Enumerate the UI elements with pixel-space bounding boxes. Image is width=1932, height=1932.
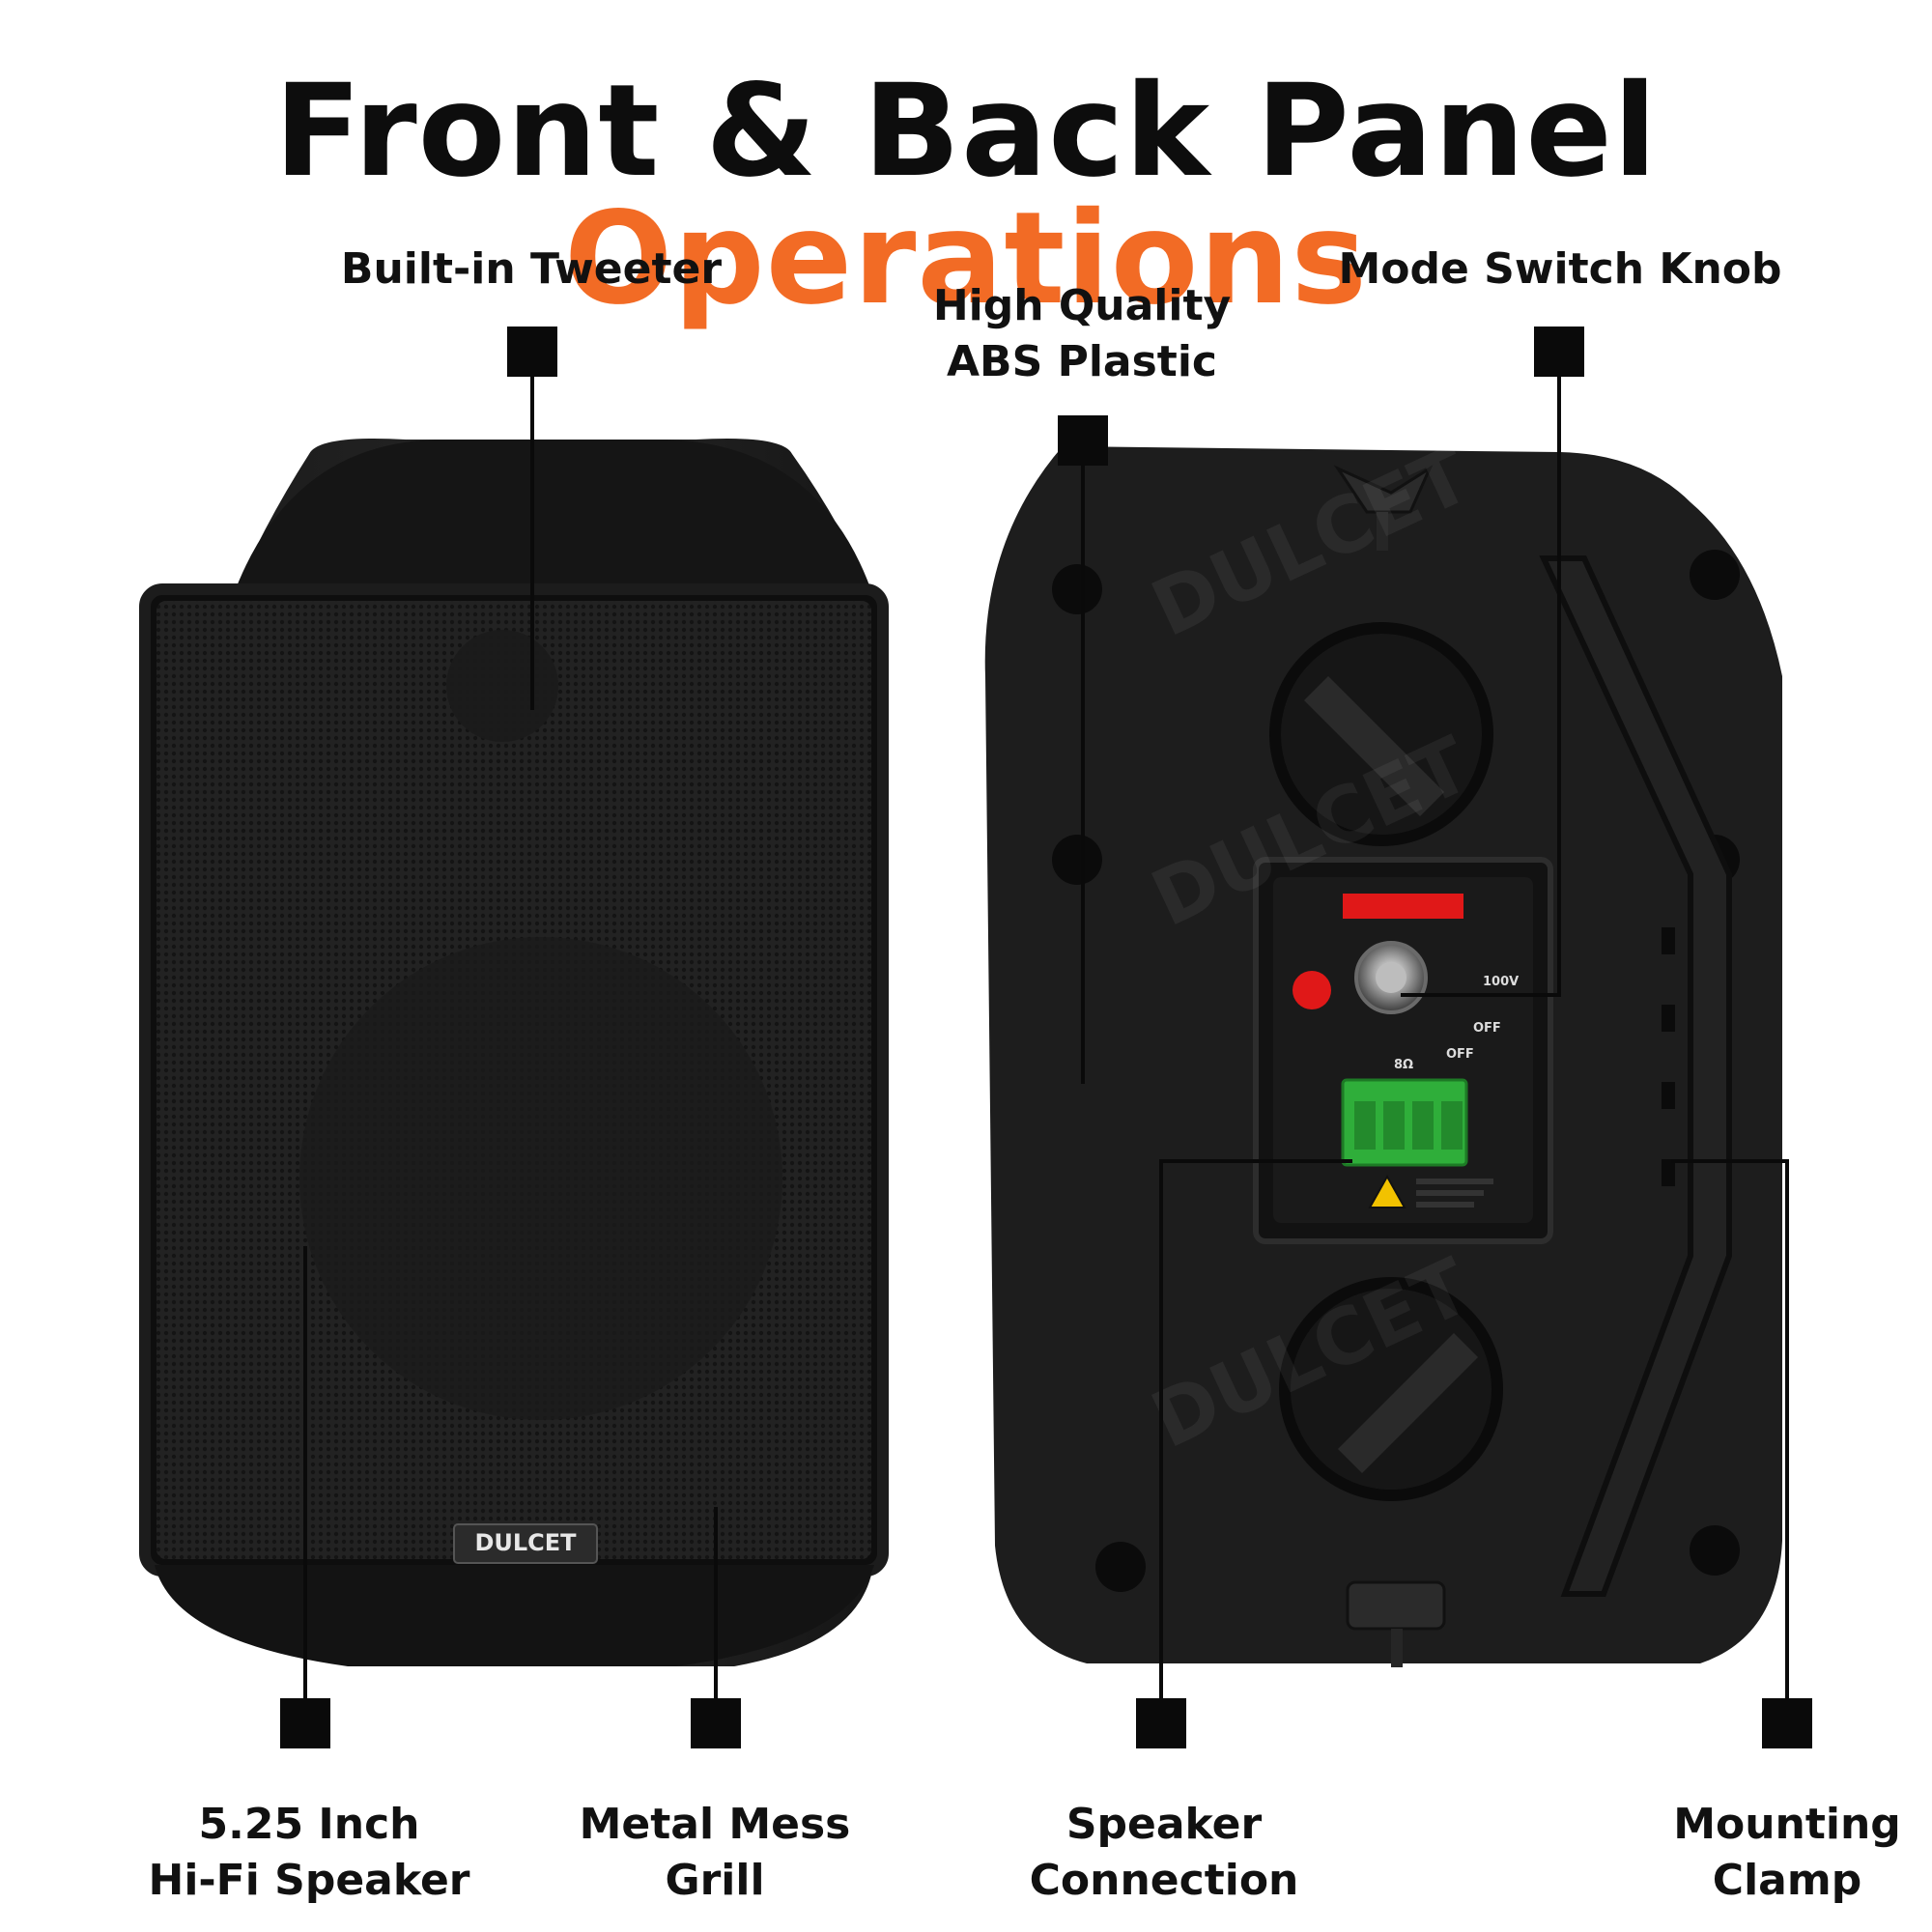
callout-connection-line2: Connection xyxy=(1029,1856,1299,1905)
panel-label-off1: OFF xyxy=(1473,1021,1501,1036)
title-accent: Operations xyxy=(564,185,1368,333)
tweeter-shape xyxy=(446,630,558,742)
marker-connection xyxy=(1136,1698,1186,1748)
panel-label-ohm: 8Ω xyxy=(1394,1058,1413,1072)
marker-grill xyxy=(691,1698,741,1748)
brand-badge: DULCET xyxy=(474,1529,577,1556)
callout-mode-switch-line1: Mode Switch Knob xyxy=(1338,244,1782,294)
mounting-bracket xyxy=(1539,555,1732,1597)
marker-mode-switch xyxy=(1534,327,1584,377)
leader-connection-v xyxy=(1159,1159,1163,1700)
control-panel: 100V OFF OFF 8Ω xyxy=(1253,857,1553,1244)
top-mount-knob xyxy=(1269,622,1493,846)
leader-clamp-v xyxy=(1785,1159,1789,1700)
marker-clamp xyxy=(1762,1698,1812,1748)
callout-grill-line2: Grill xyxy=(665,1856,765,1905)
callout-connection-line1: Speaker xyxy=(1065,1800,1263,1849)
leader-abs xyxy=(1081,466,1085,1084)
leader-clamp-h xyxy=(1671,1159,1789,1163)
callout-clamp-line1: Mounting xyxy=(1673,1800,1901,1849)
leader-grill xyxy=(714,1507,718,1700)
title-main: Front & Back Panel xyxy=(273,57,1659,206)
top-wing-nut xyxy=(1333,465,1434,551)
callout-tweeter-line1: Built-in Tweeter xyxy=(340,244,723,294)
brand-badge-plate xyxy=(453,1523,598,1564)
front-speaker-top-shell xyxy=(232,440,874,599)
callout-speaker-line1: 5.25 Inch xyxy=(198,1800,420,1849)
bottom-mount-knob xyxy=(1279,1277,1503,1501)
leader-mode-switch-h xyxy=(1401,993,1561,997)
panel-label-off2: OFF xyxy=(1446,1047,1474,1062)
leader-mode-switch-v xyxy=(1557,377,1561,995)
panel-label-100v: 100V xyxy=(1483,975,1519,989)
back-speaker: 100V OFF OFF 8Ω xyxy=(984,446,1782,1667)
callout-abs: High Quality ABS Plastic xyxy=(898,278,1265,390)
callout-speaker-line2: Hi-Fi Speaker xyxy=(148,1856,470,1905)
marker-abs xyxy=(1058,415,1108,466)
callout-abs-line2: ABS Plastic xyxy=(946,337,1217,386)
indicator-light xyxy=(1293,971,1331,1009)
callout-abs-line1: High Quality xyxy=(932,281,1232,330)
marker-tweeter xyxy=(507,327,557,377)
callout-connection: Speaker Connection xyxy=(1005,1797,1323,1909)
callout-grill-line1: Metal Mess xyxy=(579,1800,851,1849)
leader-speaker xyxy=(303,1246,307,1700)
callout-clamp-line2: Clamp xyxy=(1712,1856,1862,1905)
callout-grill: Metal Mess Grill xyxy=(551,1797,879,1909)
bottom-wing-nut xyxy=(1346,1580,1446,1667)
warning-triangle xyxy=(1368,1174,1406,1208)
callout-mode-switch: Mode Switch Knob xyxy=(1333,242,1787,298)
terminal-block xyxy=(1341,1078,1468,1167)
marker-speaker xyxy=(280,1698,330,1748)
leader-connection-h xyxy=(1159,1159,1352,1163)
indicator-strip xyxy=(1343,894,1463,919)
woofer-shape xyxy=(299,937,782,1420)
callout-tweeter: Built-in Tweeter xyxy=(319,242,744,298)
front-speaker: DULCET xyxy=(139,439,889,1666)
callout-clamp: Mounting Clamp xyxy=(1642,1797,1932,1909)
callout-speaker: 5.25 Inch Hi-Fi Speaker xyxy=(135,1797,483,1909)
leader-tweeter xyxy=(530,377,534,710)
page-title: Front & Back Panel Operations xyxy=(0,68,1932,323)
